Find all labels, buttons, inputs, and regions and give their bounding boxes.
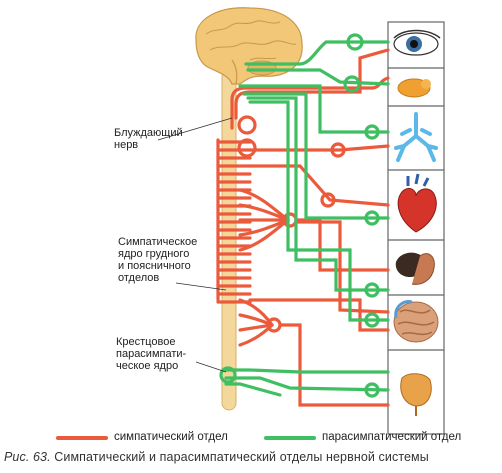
heart-icon [397,173,437,233]
sympathetic-nucleus-label: Симпатическое ядро грудного и поясничног… [118,236,197,284]
sacral-nucleus-line1: Крестцовое [116,336,176,348]
parasympathetic-pathways [219,33,390,398]
sacral-nucleus-line3: ческое ядро [116,360,179,372]
intestine-icon [393,300,439,343]
sympathetic-nucleus-line3: и поясничного [118,260,191,272]
lungs-icon [394,112,438,162]
legend-parasympathetic-label: парасимпатический отдел [322,431,462,443]
vagus-nerve-label-line1: Блуждающий [114,127,183,139]
figure-number: Рис. 63. [4,450,51,464]
salivary-gland-icon [397,78,431,98]
bladder-icon [400,373,432,416]
stomach-liver-icon [395,252,435,285]
label-pointers [157,117,233,373]
figure-caption: Рис. 63. Симпатический и парасимпатическ… [4,450,429,464]
sacral-nucleus-label: Крестцовое парасимпати- ческое ядро [116,336,186,372]
spinal-cord [221,69,237,411]
legend-sympathetic-label: симпатический отдел [114,431,228,443]
brain-icon [195,7,303,85]
sympathetic-nucleus-line2: ядро грудного [118,248,190,260]
vagus-nerve-label: Блуждающий нерв [114,127,183,151]
figure-caption-text: Симпатический и парасимпатический отделы… [54,450,429,464]
sympathetic-nucleus-line1: Симпатическое [118,236,198,248]
eye-icon [393,29,441,56]
sacral-nucleus-line2: парасимпати- [116,348,187,360]
sympathetic-pathways [216,48,390,407]
vagus-nerve-label-line2: нерв [114,139,139,151]
sympathetic-nucleus-line4: отделов [118,272,160,284]
